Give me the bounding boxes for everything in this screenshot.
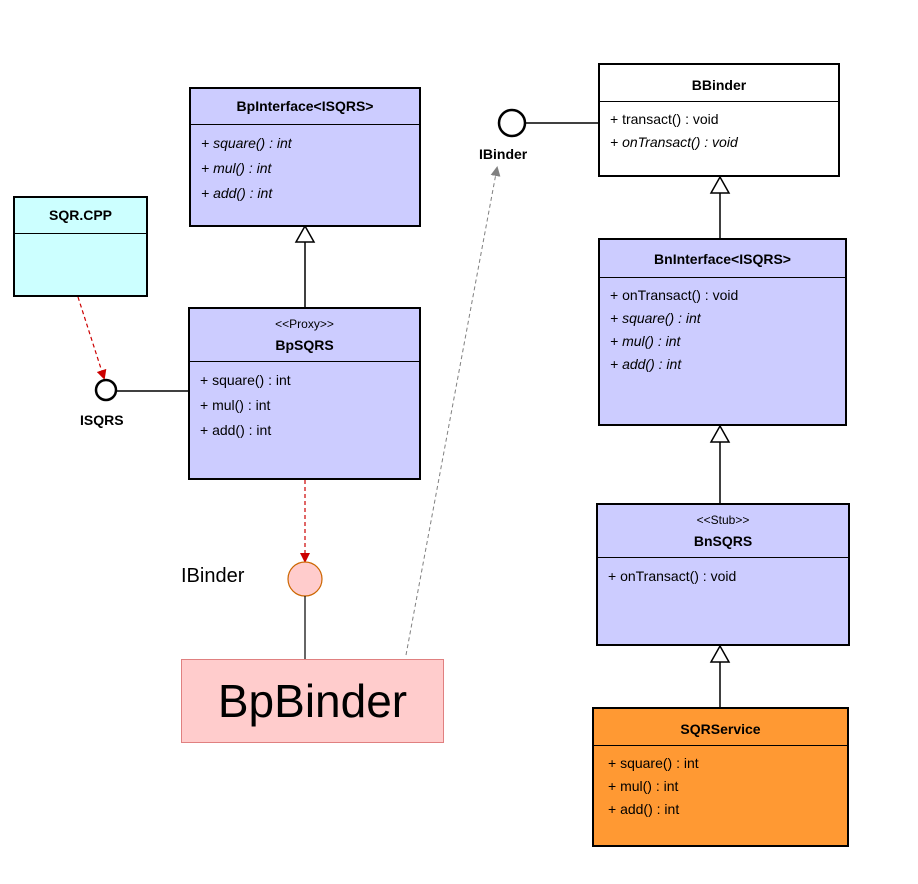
bnsqrs-class[interactable]: <<Stub>> BnSQRS + onTransact() : void <box>596 503 850 646</box>
bbinder-ops: + transact() : void + onTransact() : voi… <box>600 102 838 154</box>
bpinterface-name: BpInterface<ISQRS> <box>191 89 419 125</box>
bninterface-class[interactable]: BnInterface<ISQRS> + onTransact() : void… <box>598 238 847 426</box>
ibinder-bottom-label: IBinder <box>181 565 245 587</box>
bpinterface-generalization-arrow <box>294 224 316 243</box>
sqrservice-name: SQRService <box>594 709 847 746</box>
bbinder-generalization-arrow <box>709 175 731 194</box>
bnsqrs-ops: + onTransact() : void <box>598 558 848 589</box>
op: + onTransact() : void <box>610 287 739 303</box>
op: + mul() : int <box>608 778 679 794</box>
bpsqrs-name: BpSQRS <box>275 337 334 353</box>
isqrs-label: ISQRS <box>80 412 124 428</box>
bninterface-generalization-arrow <box>709 424 731 443</box>
op: + square() : int <box>200 372 291 388</box>
bpbinder-to-ibinder-top-line <box>405 166 501 656</box>
bpinterface-class[interactable]: BpInterface<ISQRS> + square() : int + mu… <box>189 87 421 227</box>
op: + square() : int <box>201 135 292 151</box>
sqrcpp-to-isqrs-line <box>77 296 107 380</box>
bpsqrs-ops: + square() : int + mul() : int + add() :… <box>190 362 419 443</box>
op: + onTransact() : void <box>610 134 738 150</box>
sqrcpp-class[interactable]: SQR.CPP <box>13 196 148 297</box>
ibinder-bottom-interface-icon <box>287 561 323 597</box>
op: + add() : int <box>610 356 682 372</box>
sqrcpp-name: SQR.CPP <box>15 198 146 234</box>
bpsqrs-header: <<Proxy>> BpSQRS <box>190 309 419 362</box>
op: + square() : int <box>610 310 701 326</box>
bpbinder-box[interactable]: BpBinder <box>181 659 444 743</box>
bbinder-name: BBinder <box>600 65 838 102</box>
op: + transact() : void <box>610 111 719 127</box>
bnsqrs-generalization-arrow <box>709 644 731 663</box>
bpsqrs-stereotype: <<Proxy>> <box>275 317 334 331</box>
bninterface-ops: + onTransact() : void + square() : int +… <box>600 278 845 376</box>
sqrservice-ops: + square() : int + mul() : int + add() :… <box>594 746 847 821</box>
op: + mul() : int <box>201 160 272 176</box>
ibinder-top-label: IBinder <box>479 146 528 162</box>
isqrs-interface-icon <box>94 378 118 402</box>
bninterface-name: BnInterface<ISQRS> <box>600 240 845 278</box>
sqrservice-class[interactable]: SQRService + square() : int + mul() : in… <box>592 707 849 847</box>
op: + mul() : int <box>610 333 681 349</box>
bnsqrs-stereotype: <<Stub>> <box>696 513 750 527</box>
bpinterface-ops: + square() : int + mul() : int + add() :… <box>191 125 419 206</box>
ibinder-top-interface-icon <box>497 108 527 138</box>
bnsqrs-name: BnSQRS <box>693 533 753 549</box>
op: + onTransact() : void <box>608 568 737 584</box>
op: + add() : int <box>200 422 272 438</box>
bpsqrs-class[interactable]: <<Proxy>> BpSQRS + square() : int + mul(… <box>188 307 421 480</box>
op: + mul() : int <box>200 397 271 413</box>
bbinder-class[interactable]: BBinder + transact() : void + onTransact… <box>598 63 840 177</box>
op: + square() : int <box>608 755 699 771</box>
bnsqrs-header: <<Stub>> BnSQRS <box>598 505 848 558</box>
op: + add() : int <box>201 185 273 201</box>
op: + add() : int <box>608 801 680 817</box>
